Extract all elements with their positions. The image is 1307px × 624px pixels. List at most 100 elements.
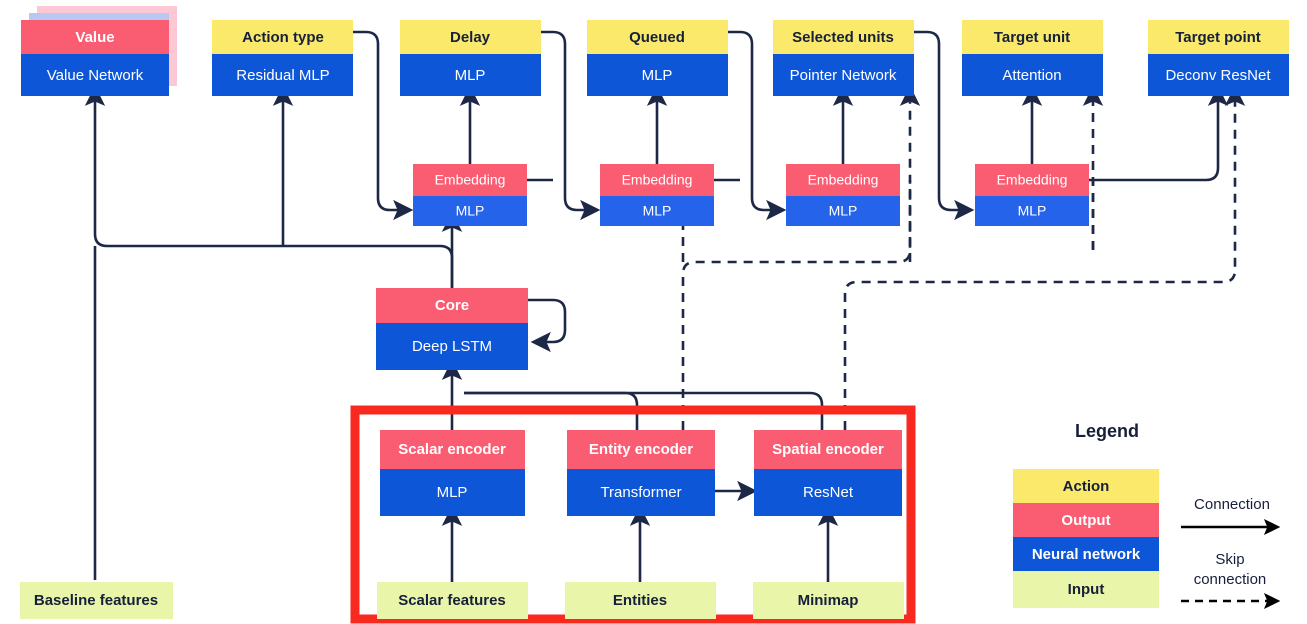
edge-core-recurrence — [528, 298, 567, 353]
legend-label-neural-network: Neural network — [1032, 546, 1141, 563]
legend-label-action: Action — [1063, 478, 1110, 495]
legend-label-input: Input — [1068, 581, 1105, 598]
target-point-bottom-label: Deconv ResNet — [1165, 67, 1271, 84]
core-bottom-label: Deep LSTM — [412, 338, 492, 355]
delay-top — [400, 20, 541, 54]
head-delay[interactable]: Delay MLP — [400, 20, 541, 96]
emb-target-unit-bottom-label: MLP — [1018, 203, 1047, 219]
skip-entity-encoder-to-selected-units — [681, 85, 921, 430]
target-unit-top-label: Target unit — [994, 29, 1070, 46]
head-selected-units[interactable]: Selected units Pointer Network — [773, 20, 914, 96]
target-point-top — [1148, 20, 1289, 54]
core-block[interactable]: Core Deep LSTM — [376, 288, 528, 370]
embedding-target-unit[interactable]: Embedding MLP — [975, 164, 1089, 226]
legend-skip-label-1: Skip — [1215, 551, 1244, 568]
head-target-unit[interactable]: Target unit Attention — [962, 20, 1103, 96]
baseline-features-label: Baseline features — [34, 592, 158, 609]
edge-emb-target-unit-to-target-point — [1089, 85, 1229, 182]
emb-selected-bottom-label: MLP — [829, 203, 858, 219]
scalar-features-label: Scalar features — [398, 592, 506, 609]
legend-swatch-action — [1013, 469, 1159, 503]
emb-delay-bottom-label: MLP — [456, 203, 485, 219]
entity-encoder-bottom — [567, 469, 715, 516]
selected-units-top-label: Selected units — [792, 29, 894, 46]
legend-swatch-output — [1013, 503, 1159, 537]
target-unit-bottom — [962, 54, 1103, 96]
baseline-features-box — [20, 582, 173, 619]
queued-bottom-label: MLP — [642, 67, 673, 84]
spatial-encoder-top — [754, 430, 902, 469]
action-type-bottom — [212, 54, 353, 96]
selected-units-bottom-label: Pointer Network — [790, 67, 897, 84]
value-head-bottom — [21, 54, 169, 96]
core-bottom — [376, 323, 528, 370]
queued-top — [587, 20, 728, 54]
action-type-top — [212, 20, 353, 54]
entities-label: Entities — [613, 592, 667, 609]
legend-label-output: Output — [1061, 512, 1110, 529]
emb-selected-top — [786, 164, 900, 196]
skip-spatial-encoder-to-target-point — [843, 85, 1246, 430]
edge-spatial-encoder-to-core — [464, 391, 824, 430]
entity-encoder-top-label: Entity encoder — [589, 441, 693, 458]
emb-target-unit-top — [975, 164, 1089, 196]
emb-queued-top-label: Embedding — [622, 172, 693, 188]
spatial-encoder-bottom — [754, 469, 902, 516]
emb-delay-top-label: Embedding — [435, 172, 506, 188]
action-type-top-label: Action type — [242, 29, 324, 46]
value-head-top — [21, 20, 169, 54]
selected-units-bottom — [773, 54, 914, 96]
emb-selected-top-label: Embedding — [808, 172, 879, 188]
target-unit-top — [962, 20, 1103, 54]
head-queued[interactable]: Queued MLP — [587, 20, 728, 96]
scalar-encoder-top — [380, 430, 525, 469]
legend-connection-label: Connection — [1194, 496, 1270, 513]
scalar-encoder-top-label: Scalar encoder — [398, 441, 506, 458]
minimap-label: Minimap — [798, 592, 859, 609]
scalar-encoder-block[interactable]: Scalar encoder MLP — [380, 430, 525, 516]
edge-action-type-to-emb-delay — [353, 30, 414, 221]
legend-swatch-input — [1013, 571, 1159, 608]
emb-selected-bottom — [786, 196, 900, 226]
scalar-features-box — [377, 582, 528, 619]
target-point-top-label: Target point — [1175, 29, 1261, 46]
delay-top-label: Delay — [450, 29, 491, 46]
selected-units-top — [773, 20, 914, 54]
emb-target-unit-top-label: Embedding — [997, 172, 1068, 188]
scalar-encoder-bottom-label: MLP — [437, 484, 468, 501]
input-entities[interactable]: Entities — [565, 582, 716, 619]
spatial-encoder-block[interactable]: Spatial encoder ResNet — [754, 430, 902, 516]
embedding-delay[interactable]: Embedding MLP — [413, 164, 527, 226]
legend-swatch-neural-network — [1013, 537, 1159, 571]
input-scalar-features[interactable]: Scalar features — [377, 582, 528, 619]
delay-bottom — [400, 54, 541, 96]
emb-queued-bottom-label: MLP — [643, 203, 672, 219]
edge-core-to-value — [84, 85, 454, 288]
entity-encoder-block[interactable]: Entity encoder Transformer — [567, 430, 715, 516]
legend-title: Legend — [1075, 421, 1139, 441]
edge-selected-units-to-emb-target-unit — [914, 30, 975, 221]
head-action-type[interactable]: Action type Residual MLP — [212, 20, 353, 96]
emb-delay-bottom — [413, 196, 527, 226]
core-top-label: Core — [435, 297, 469, 314]
head-value[interactable]: Value Value Network — [21, 6, 177, 96]
head-target-point[interactable]: Target point Deconv ResNet — [1148, 20, 1289, 96]
scalar-encoder-bottom — [380, 469, 525, 516]
edge-delay-to-emb-queued — [541, 30, 601, 221]
entity-encoder-top — [567, 430, 715, 469]
value-head-top-label: Value — [75, 29, 114, 46]
action-type-bottom-label: Residual MLP — [236, 67, 329, 84]
embedding-selected-units[interactable]: Embedding MLP — [786, 164, 900, 226]
emb-queued-top — [600, 164, 714, 196]
entity-encoder-bottom-label: Transformer — [600, 484, 681, 501]
input-baseline-features[interactable]: Baseline features — [20, 582, 173, 619]
embedding-queued[interactable]: Embedding MLP — [600, 164, 714, 226]
input-minimap[interactable]: Minimap — [753, 582, 904, 619]
emb-delay-top — [413, 164, 527, 196]
target-unit-bottom-label: Attention — [1002, 67, 1061, 84]
target-point-bottom — [1148, 54, 1289, 96]
queued-bottom — [587, 54, 728, 96]
spatial-encoder-top-label: Spatial encoder — [772, 441, 884, 458]
